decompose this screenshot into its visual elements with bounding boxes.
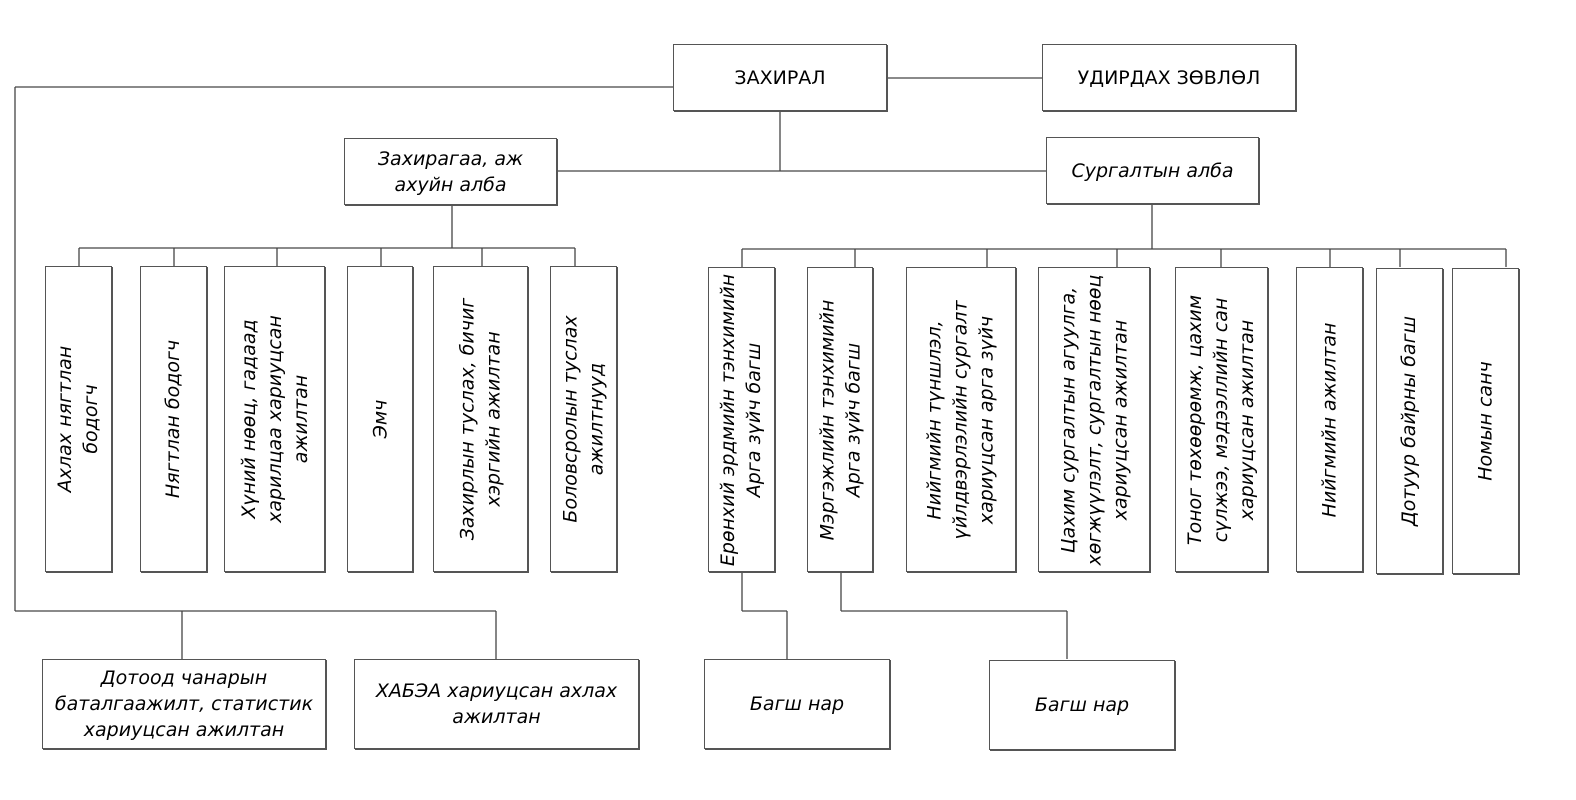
admin-department-label: Захирагаа, аж ахуйн алба <box>377 147 524 196</box>
admin-staff-box: Ахлах нягтлан бодогч <box>45 266 112 572</box>
admin-staff-label: Нягтлан бодогч <box>162 339 185 499</box>
admin-staff-label: Боловсролын туслах ажилтнууд <box>559 315 608 523</box>
admin-staff-label: Ахлах нягтлан бодогч <box>54 345 103 493</box>
training-staff-label: Ерөнхий эрдмийн тэнхимийн Арга зүйч багш <box>717 273 766 566</box>
safety-officer-box: ХАБЭА хариуцсан ахлах ажилтан <box>354 659 639 749</box>
training-staff-box: Нийгмийн түншлэл, үйлдвэрлэлийн сургалт … <box>906 267 1016 572</box>
admin-staff-label: Хүний нөөц, гадаад харилцаа хариуцсан аж… <box>237 315 312 523</box>
admin-staff-label: Эмч <box>368 399 391 439</box>
training-staff-box: Ерөнхий эрдмийн тэнхимийн Арга зүйч багш <box>708 267 775 572</box>
admin-staff-box: Боловсролын туслах ажилтнууд <box>550 266 617 572</box>
training-staff-box: Цахим сургалтын агуулга, хөгжүүлэлт, сур… <box>1038 267 1150 572</box>
training-staff-label: Нийгмийн түншлэл, үйлдвэрлэлийн сургалт … <box>924 299 998 540</box>
training-staff-box: Тоног төхөөрөмж, цахим сүлжээ, мэдээллий… <box>1175 267 1268 572</box>
admin-department-box: Захирагаа, аж ахуйн алба <box>344 138 557 205</box>
board-label: УДИРДАХ ЗӨВЛӨЛ <box>1077 66 1261 89</box>
director-label: ЗАХИРАЛ <box>734 66 826 89</box>
admin-staff-box: Нягтлан бодогч <box>140 266 207 572</box>
training-staff-box: Нийгмийн ажилтан <box>1296 267 1363 572</box>
training-staff-box: Мэргэжлийн тэнхимийн Арга зүйч багш <box>807 267 873 572</box>
teachers-professional-box: Багш нар <box>989 660 1175 750</box>
training-staff-label: Мэргэжлийн тэнхимийн Арга зүйч багш <box>816 299 864 540</box>
training-staff-label: Дотуур байрны багш <box>1398 315 1421 527</box>
admin-staff-label: Захирлын туслах, бичиг хэргийн ажилтан <box>456 297 505 541</box>
training-staff-label: Нийгмийн ажилтан <box>1318 322 1341 517</box>
training-department-box: Сургалтын алба <box>1046 137 1259 204</box>
training-staff-label: Номын санч <box>1474 361 1497 481</box>
admin-staff-box: Эмч <box>347 266 413 572</box>
training-staff-label: Тоног төхөөрөмж, цахим сүлжээ, мэдээллий… <box>1184 294 1259 545</box>
training-staff-label: Цахим сургалтын агуулга, хөгжүүлэлт, сур… <box>1057 274 1132 565</box>
quality-officer-box: Дотоод чанарын баталгаажилт, статистик х… <box>42 659 326 749</box>
training-department-label: Сургалтын алба <box>1071 159 1234 182</box>
admin-staff-box: Захирлын туслах, бичиг хэргийн ажилтан <box>433 266 528 572</box>
safety-officer-label: ХАБЭА хариуцсан ахлах ажилтан <box>375 680 618 728</box>
training-staff-box: Дотуур байрны багш <box>1376 268 1443 574</box>
admin-staff-box: Хүний нөөц, гадаад харилцаа хариуцсан аж… <box>224 266 325 572</box>
quality-officer-label: Дотоод чанарын баталгаажилт, статистик х… <box>54 667 314 741</box>
director-box: ЗАХИРАЛ <box>673 44 887 111</box>
training-staff-box: Номын санч <box>1452 268 1519 574</box>
teachers-professional-label: Багш нар <box>1034 694 1130 716</box>
board-box: УДИРДАХ ЗӨВЛӨЛ <box>1042 44 1296 111</box>
teachers-general-label: Багш нар <box>749 693 845 715</box>
teachers-general-box: Багш нар <box>704 659 890 749</box>
